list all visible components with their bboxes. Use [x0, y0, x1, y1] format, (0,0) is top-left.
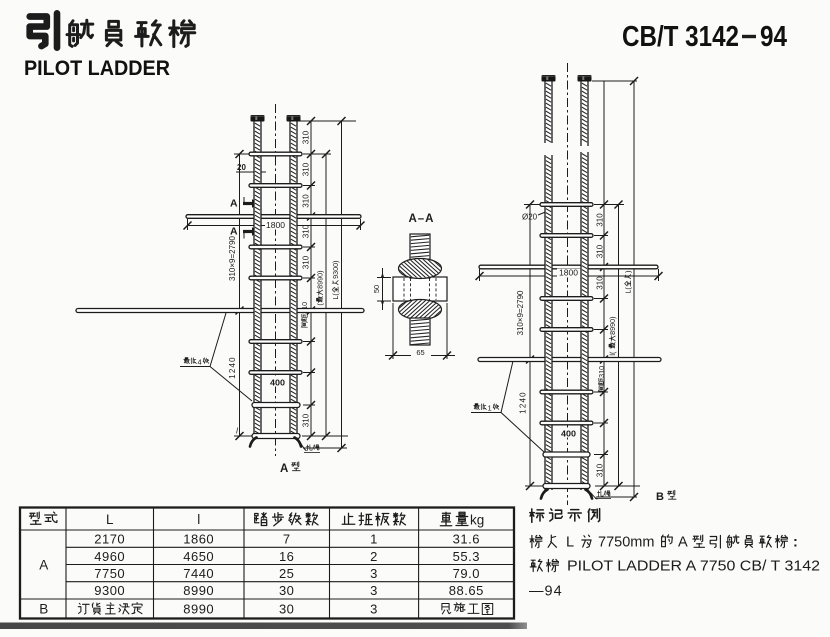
svg-text:400: 400	[561, 430, 577, 439]
svg-text:CB/T 3142: CB/T 3142	[622, 21, 739, 53]
svg-text:A: A	[678, 535, 688, 551]
svg-text:A: A	[39, 558, 48, 573]
svg-text:400: 400	[270, 379, 286, 388]
svg-text:65: 65	[416, 348, 424, 357]
svg-text:2170: 2170	[94, 532, 125, 547]
svg-text:(: (	[316, 303, 325, 306]
svg-text:A–A: A–A	[408, 213, 434, 225]
svg-text:310×9=2790: 310×9=2790	[228, 235, 237, 280]
svg-text:20: 20	[237, 163, 246, 172]
svg-text:30: 30	[279, 583, 294, 598]
svg-text:A: A	[280, 463, 288, 475]
svg-text:7750mm: 7750mm	[598, 535, 654, 551]
svg-text:310: 310	[302, 130, 311, 144]
svg-text:l: l	[236, 426, 239, 436]
svg-text:kg: kg	[470, 513, 484, 528]
svg-text:1800: 1800	[559, 269, 579, 278]
svg-text:310: 310	[596, 213, 605, 227]
svg-text:310: 310	[302, 162, 311, 176]
svg-text:1: 1	[370, 532, 378, 547]
svg-text:79.0: 79.0	[453, 566, 480, 581]
svg-text:8990: 8990	[183, 602, 214, 617]
svg-text:B: B	[39, 602, 48, 617]
svg-text:310: 310	[302, 413, 311, 427]
svg-text:L(: L(	[624, 287, 633, 294]
svg-text:3: 3	[370, 583, 378, 598]
svg-text:7750: 7750	[94, 566, 125, 581]
svg-text:25: 25	[279, 566, 294, 581]
svg-text:310: 310	[596, 244, 605, 258]
svg-text:PILOT LADDER A 7750 CB/ T 3142: PILOT LADDER A 7750 CB/ T 3142	[567, 559, 820, 575]
svg-text:88.65: 88.65	[449, 583, 484, 598]
svg-text:310: 310	[597, 366, 606, 378]
svg-text:A: A	[230, 198, 238, 210]
svg-text:Ø20: Ø20	[522, 213, 538, 222]
svg-text:l: l	[197, 512, 200, 527]
svg-text:310: 310	[302, 255, 311, 269]
svg-text:1240: 1240	[519, 391, 528, 414]
svg-text:3: 3	[370, 602, 378, 617]
svg-text:1800: 1800	[266, 221, 286, 230]
svg-text:8990: 8990	[183, 583, 214, 598]
svg-text:94: 94	[760, 21, 787, 53]
svg-text:L(: L(	[331, 293, 340, 300]
svg-text:55.3: 55.3	[453, 549, 480, 564]
svg-text::: :	[793, 535, 798, 551]
svg-text:310×9=2790: 310×9=2790	[516, 290, 525, 335]
svg-text:3: 3	[370, 566, 378, 581]
svg-text:1: 1	[488, 404, 492, 413]
svg-text:4650: 4650	[183, 549, 214, 564]
svg-text:310: 310	[302, 194, 311, 208]
svg-text:16: 16	[279, 549, 294, 564]
svg-text:4: 4	[198, 358, 202, 367]
svg-text:2: 2	[370, 549, 378, 564]
svg-text:9300: 9300	[94, 583, 125, 598]
svg-text:PILOT LADDER: PILOT LADDER	[24, 56, 170, 80]
svg-text:L: L	[106, 512, 114, 527]
svg-text:50: 50	[372, 285, 381, 293]
svg-text:4960: 4960	[94, 549, 125, 564]
svg-text:310: 310	[302, 224, 311, 238]
svg-text:9300): 9300)	[331, 260, 340, 278]
svg-text:7: 7	[283, 532, 291, 547]
svg-text:—94: —94	[529, 584, 563, 600]
svg-text:B: B	[656, 491, 664, 503]
svg-text:1860: 1860	[183, 532, 214, 547]
svg-text:310: 310	[596, 276, 605, 290]
svg-text:L: L	[566, 535, 574, 551]
svg-text:8990): 8990)	[316, 270, 325, 288]
svg-text:310: 310	[596, 463, 605, 477]
svg-text:30: 30	[279, 602, 294, 617]
svg-text:8990): 8990)	[608, 316, 617, 334]
svg-text:7440: 7440	[183, 566, 214, 581]
svg-text:310: 310	[300, 302, 309, 314]
svg-text:): )	[624, 270, 633, 272]
svg-text:1240: 1240	[228, 356, 237, 379]
svg-text:l(: l(	[608, 351, 617, 356]
svg-text:31.6: 31.6	[453, 532, 480, 547]
svg-text:A: A	[230, 226, 238, 238]
